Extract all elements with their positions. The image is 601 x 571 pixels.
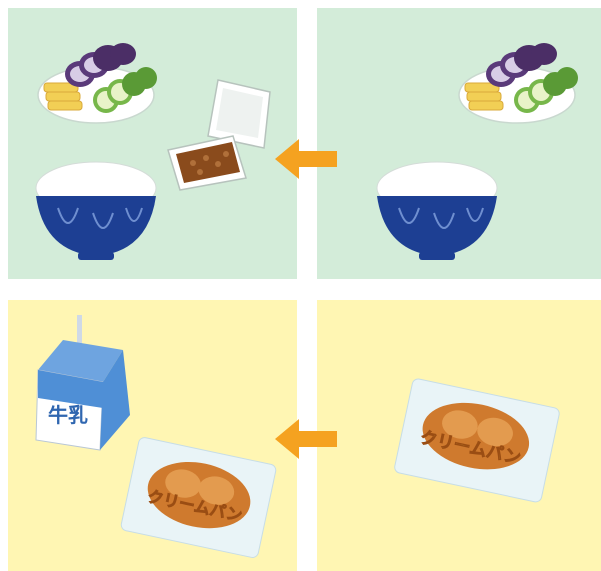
meal-with-natto-panel	[8, 8, 297, 279]
meal-with-natto-illustration	[8, 8, 297, 279]
bun-with-milk-illustration: 牛乳 クリームパン	[8, 300, 297, 571]
bun-with-milk-panel: 牛乳 クリームパン	[8, 300, 297, 571]
bun-only-panel: クリームパン	[317, 300, 601, 571]
left-arrow-icon	[271, 415, 339, 463]
tamagoyaki-icon	[44, 83, 82, 110]
meal-without-natto-panel	[317, 8, 601, 279]
bun-only-illustration: クリームパン	[317, 300, 601, 571]
left-arrow-icon	[271, 135, 339, 183]
tamagoyaki-icon	[465, 83, 503, 110]
meal-without-natto-illustration	[317, 8, 601, 279]
milk-label: 牛乳	[48, 403, 88, 427]
